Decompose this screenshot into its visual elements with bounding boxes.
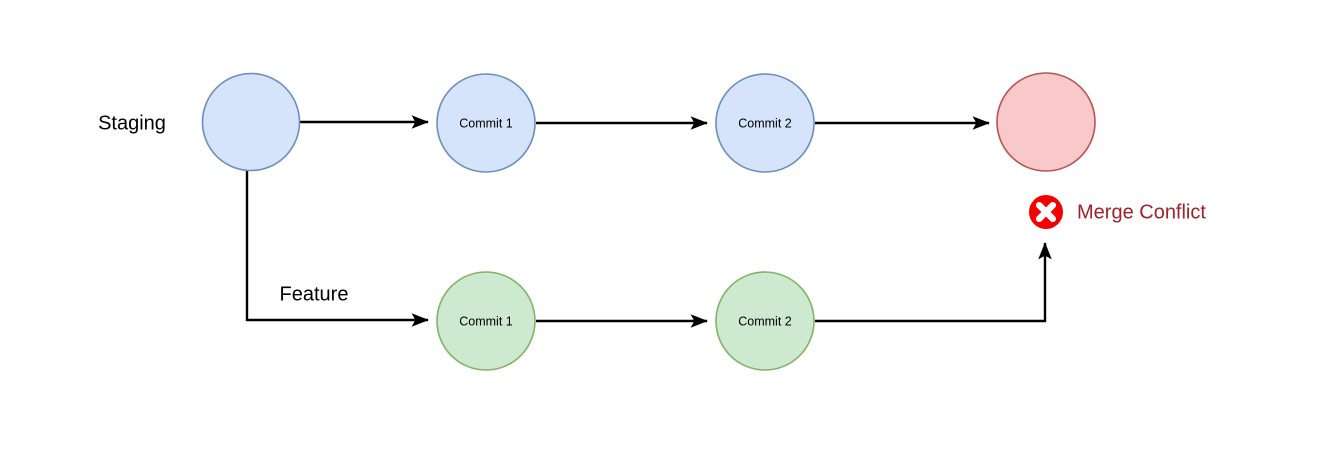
node-layer: Commit 1 Commit 2 Commit 1 Commit 2 (201, 72, 1096, 371)
node-circle[interactable] (201, 72, 301, 172)
node-circle[interactable] (436, 73, 536, 173)
node-feature-commit-2[interactable]: Commit 2 (715, 271, 815, 371)
node-circle[interactable] (996, 72, 1096, 172)
badge-x-glyph (1035, 201, 1057, 223)
branch-label-layer: Staging Feature (98, 112, 348, 305)
branch-label-feature: Feature (280, 283, 349, 305)
node-staging-root[interactable] (201, 72, 301, 172)
node-label: Commit 2 (738, 116, 792, 130)
edge-layer (245, 115, 1052, 328)
node-feature-commit-1[interactable]: Commit 1 (436, 271, 536, 371)
error-circle-x-icon (1029, 195, 1063, 229)
node-staging-commit-2[interactable]: Commit 2 (715, 73, 815, 173)
node-merge-target[interactable] (996, 72, 1096, 172)
node-label: Commit 2 (738, 314, 792, 328)
branch-label-staging: Staging (98, 112, 166, 134)
node-circle[interactable] (436, 271, 536, 371)
merge-conflict-label: Merge Conflict (1077, 201, 1206, 223)
node-label: Commit 1 (459, 116, 513, 130)
node-circle[interactable] (715, 73, 815, 173)
node-staging-commit-1[interactable]: Commit 1 (436, 73, 536, 173)
edge-feature-commit-2-to-conflict (815, 242, 1052, 323)
edge-root-to-feature-commit-1 (245, 170, 429, 327)
merge-conflict-callout: Merge Conflict (1029, 195, 1206, 229)
node-circle[interactable] (715, 271, 815, 371)
node-label: Commit 1 (459, 314, 513, 328)
